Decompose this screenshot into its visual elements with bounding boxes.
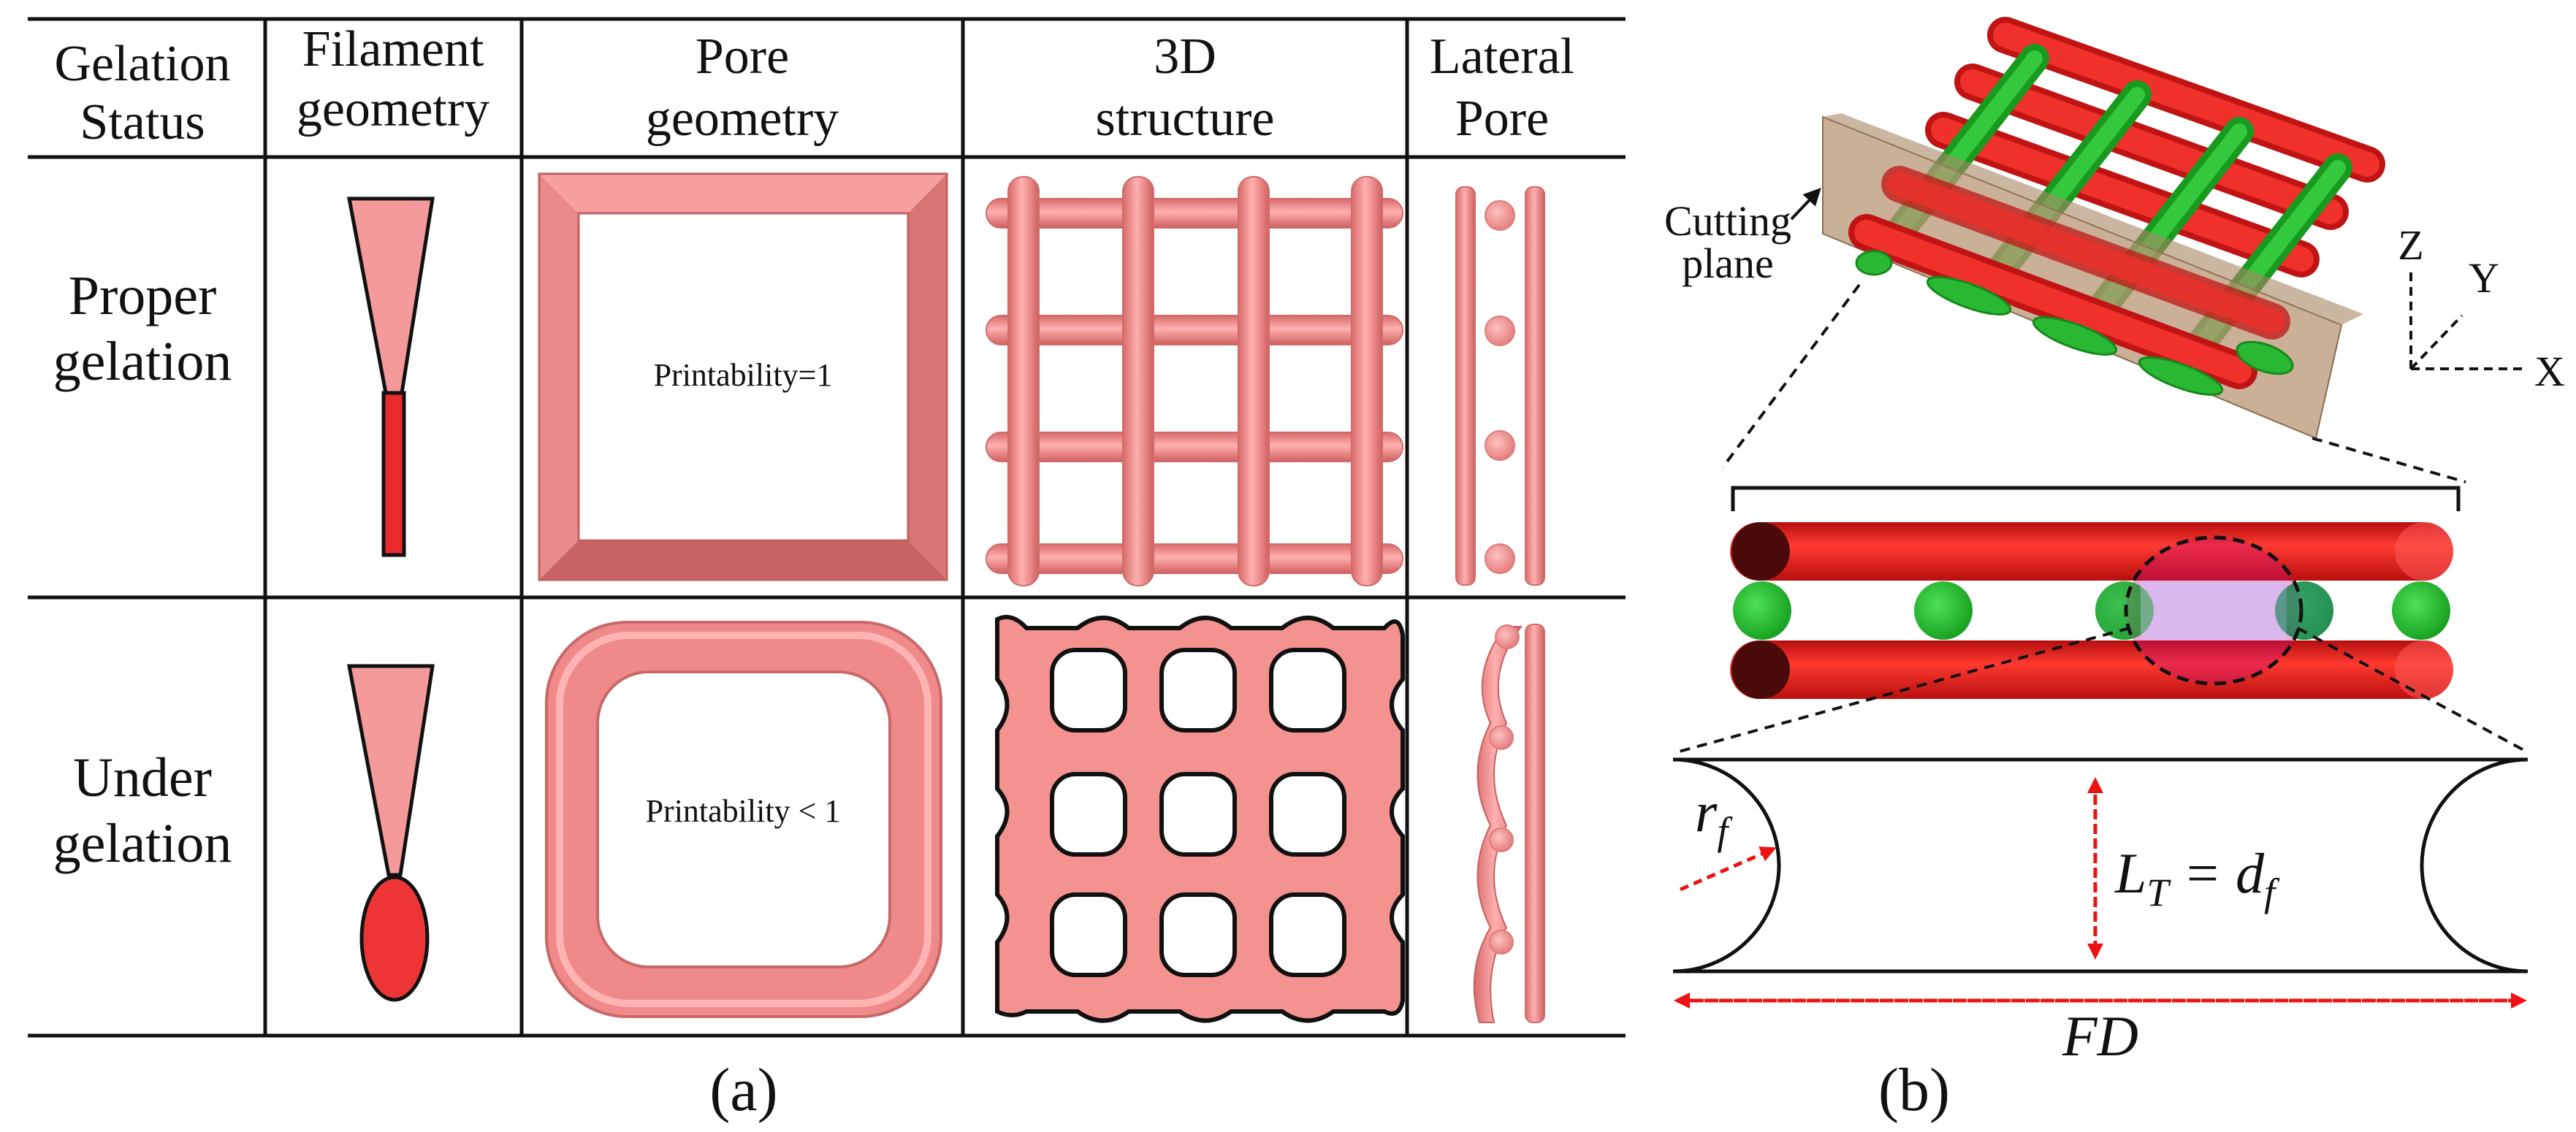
lt-equation: LT = df (2114, 841, 2280, 914)
table-headers: Gelation Status Filament geometry Pore g… (54, 21, 1574, 150)
caption-a: (a) (709, 1056, 777, 1124)
structure-under (995, 615, 1405, 1023)
panel-a-table (28, 17, 1626, 1038)
radius-symbol: r (1695, 780, 1718, 844)
structure-proper (986, 176, 1403, 586)
radius-label: rf (1695, 780, 1733, 853)
axis-y-label: Y (2469, 254, 2499, 302)
radius-subscript: f (1717, 809, 1733, 853)
cutting-plane-label: Cutting plane (1664, 188, 1821, 287)
row-under-label-line1: Under (73, 747, 212, 808)
cutting-plane-label-line1: Cutting (1664, 197, 1791, 245)
filament-proper (346, 196, 435, 557)
header-3d-structure-line1: 3D (1154, 28, 1216, 85)
pore-under: Printability < 1 (545, 621, 942, 1018)
header-lateral-pore-line2: Pore (1455, 91, 1549, 147)
cutting-plane-label-line2: plane (1682, 240, 1774, 287)
axes-triad (2409, 272, 2524, 370)
lt-subscript: T (2146, 871, 2171, 914)
header-filament-geometry-line2: geometry (297, 81, 489, 137)
axis-x-label: X (2534, 348, 2565, 395)
zoom-lines-2 (1676, 627, 2529, 754)
header-gelation-status-line1: Gelation (54, 36, 230, 92)
zoom-lines-1 (1721, 283, 2466, 483)
filament-under (346, 664, 435, 1002)
lateral-under (1473, 624, 1545, 1023)
header-pore-geometry-line1: Pore (696, 28, 789, 85)
axis-z-label: Z (2398, 221, 2423, 269)
scaffold-3d (1822, 17, 2385, 440)
row-under-label-line2: gelation (53, 813, 232, 874)
printability-proper: Printability=1 (654, 357, 833, 393)
header-gelation-status-line2: Status (80, 94, 205, 150)
fd-label: FD (2062, 1004, 2138, 1068)
df-subscript: f (2264, 871, 2280, 914)
lt-symbol: L (2114, 841, 2146, 905)
header-3d-structure-line2: structure (1096, 91, 1275, 147)
section-bracket (1731, 486, 2461, 511)
row-proper-label-line2: gelation (53, 331, 232, 392)
header-lateral-pore-line1: Lateral (1430, 28, 1574, 85)
lateral-proper (1455, 186, 1545, 586)
printability-under: Printability < 1 (646, 793, 841, 829)
row-proper-label-line1: Proper (69, 265, 217, 326)
header-filament-geometry-line1: Filament (302, 21, 484, 77)
pore-detail (1672, 757, 2529, 974)
row-labels: Proper gelation Under gelation (53, 265, 232, 874)
radius-arrow (1679, 846, 1777, 892)
caption-b: (b) (1878, 1056, 1950, 1124)
pore-proper: Printability=1 (538, 172, 948, 581)
cross-section (1730, 522, 2453, 699)
header-pore-geometry-line2: geometry (646, 91, 839, 147)
lt-equals: = d (2168, 841, 2265, 905)
